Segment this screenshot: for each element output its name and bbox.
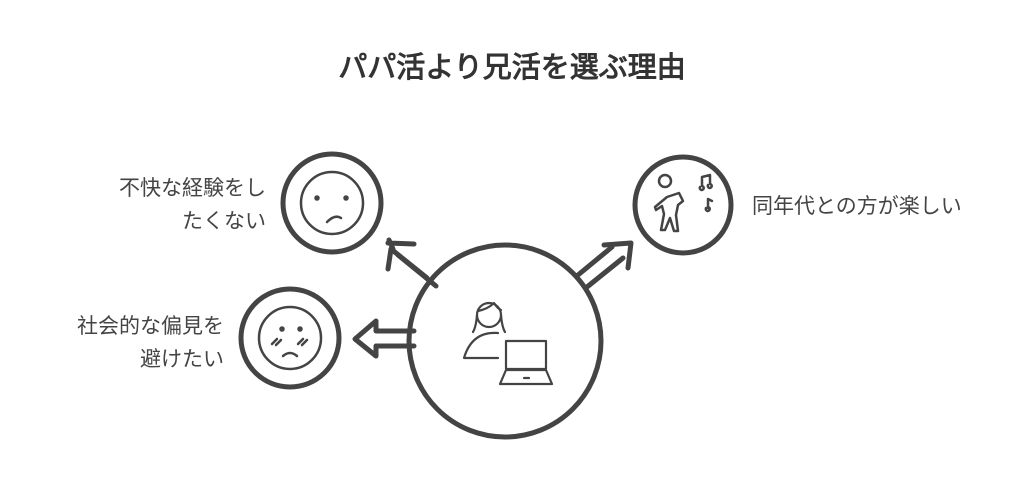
worried-blushing-face-icon bbox=[257, 305, 323, 371]
fun-node bbox=[632, 154, 734, 256]
arrow-to-prejudice bbox=[352, 318, 417, 359]
dancing-person-music-icon bbox=[653, 173, 714, 233]
central-node bbox=[406, 242, 604, 440]
arrow-to-unpleasant bbox=[385, 237, 439, 289]
label-line: 社会的な偏見を bbox=[77, 314, 224, 338]
sad-face-icon bbox=[299, 170, 365, 236]
sad-face-node bbox=[280, 151, 384, 255]
label-line: たくない bbox=[182, 209, 266, 233]
arrow-to-fun bbox=[575, 240, 634, 290]
worried-face-node bbox=[238, 286, 342, 390]
diagram-title: パパ活より兄活を選ぶ理由 bbox=[338, 50, 686, 84]
label-line: 同年代との方が楽しい bbox=[752, 194, 962, 218]
person-with-laptop-icon bbox=[462, 301, 554, 386]
label-line: 不快な経験をし bbox=[119, 176, 266, 200]
branch-label-fun: 同年代との方が楽しい bbox=[752, 190, 962, 223]
label-line: 避けたい bbox=[140, 347, 224, 371]
branch-label-unpleasant: 不快な経験をし たくない bbox=[119, 172, 266, 238]
branch-label-prejudice: 社会的な偏見を 避けたい bbox=[77, 310, 224, 376]
